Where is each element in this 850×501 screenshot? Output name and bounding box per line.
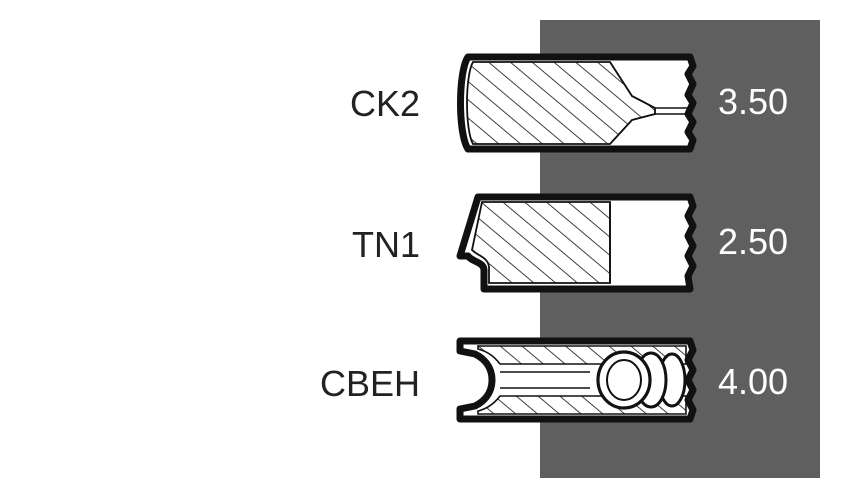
ring-ck2-taper-line: [609, 61, 688, 145]
ring-ck2-hatch: [466, 61, 656, 145]
ring-value-ck2: 3.50: [718, 81, 788, 122]
ring-label-cbeh: CBEH: [320, 363, 420, 404]
ring-tn1-hatch: [471, 201, 611, 284]
ring-value-tn1: 2.50: [718, 221, 788, 262]
ring-label-tn1: TN1: [352, 224, 420, 265]
ring-cbeh-coil-1-inner: [606, 359, 642, 401]
ring-cbeh: [456, 337, 697, 423]
ring-value-cbeh: 4.00: [718, 361, 788, 402]
ring-tn1: [456, 193, 697, 293]
ring-ck2: [457, 53, 697, 153]
ring-label-ck2: CK2: [350, 83, 420, 124]
